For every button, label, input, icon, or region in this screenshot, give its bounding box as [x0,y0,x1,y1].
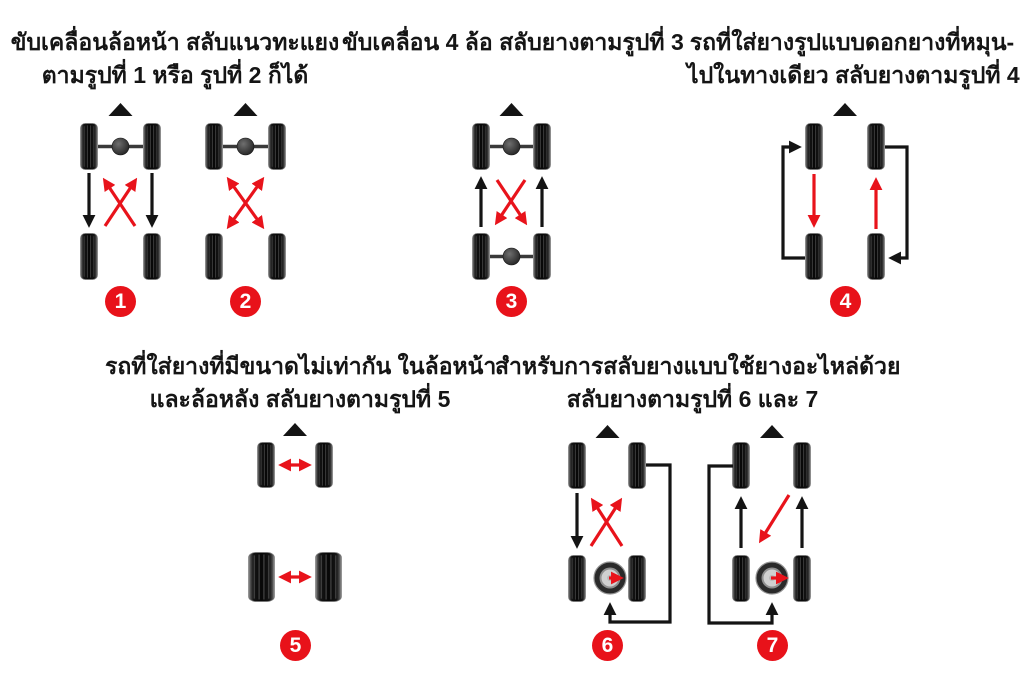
tire-rear-left [80,233,98,280]
front-direction-triangle [108,103,133,116]
arrow-rear-right-to-front-left [590,497,624,547]
differential [111,137,130,156]
figure-1-svg [80,103,161,280]
figure-5-diagram [240,420,355,615]
tire-rear-right-wide [315,552,342,602]
figure-5-svg [248,423,342,602]
front-direction-triangle [283,423,307,436]
arrow-front-right-to-rear-left [494,179,527,226]
figure-2-svg [205,103,286,280]
figure-7-svg [707,425,811,625]
tire-front-right [867,123,885,170]
section-title-different-tire-sizes: รถที่ใส่ยางที่มีขนาดไม่เท่ากัน ในล้อหน้า… [105,350,497,416]
tire-front-right [793,442,811,489]
outside-path-front-left-to-spare [707,464,779,625]
title-line: และล้อหลัง สลับยางตามรูปที่ 5 [149,386,451,412]
title-line: รถที่ใส่ยางรูปแบบดอกยางที่หมุน- [689,29,1015,55]
tire-rear-left [568,555,586,602]
figure-4-diagram [775,100,915,295]
figure-6-diagram [555,415,677,635]
figure-3-diagram [450,100,575,295]
section-title-with-spare-tire: สำหรับการสลับยางแบบใช้ยางอะไหล่ด้วย สลับ… [495,350,901,416]
figure-4-svg [781,103,909,280]
tire-rear-right [533,233,551,280]
title-line: ขับเคลื่อน 4 ล้อ สลับยางตามรูปที่ 3 [342,29,684,55]
tire-rear-right [867,233,885,280]
tire-front-right [628,442,646,489]
tire-front-right [268,123,286,170]
tire-rear-right [793,555,811,602]
tire-front-left [805,123,823,170]
tire-front-right [143,123,161,170]
tire-rear-right [628,555,646,602]
title-line: ขับเคลื่อนล้อหน้า สลับแนวทะแยง [10,29,340,55]
arrow-rear-right-to-front-left [102,177,137,227]
tire-front-left [568,442,586,489]
front-direction-triangle [233,103,258,116]
figure-6-svg [568,425,672,624]
front-direction-triangle [595,425,620,438]
figure-badge: 1 [105,286,136,317]
tire-rear-left [205,233,223,280]
figure-2-diagram [187,100,307,295]
arrow-rear-left-to-front-right [589,497,623,547]
tire-front-right [533,123,551,170]
figure-3-svg [472,103,551,280]
tire-front-left [80,123,98,170]
section-title-four-wheel-drive: ขับเคลื่อน 4 ล้อ สลับยางตามรูปที่ 3 [342,26,684,59]
figure-1-diagram [62,100,182,295]
section-title-directional-tread: รถที่ใส่ยางรูปแบบดอกยางที่หมุน- ไปในทางเ… [687,26,1020,92]
figure-7-diagram [700,415,828,635]
tire-front-left [472,123,490,170]
figure-badge: 7 [757,630,788,661]
tire-front-left [732,442,750,489]
figure-badge: 6 [592,630,623,661]
tire-rear-left [805,233,823,280]
tire-front-left [257,442,275,488]
differential [502,137,521,156]
arrow-front-right-to-rear-left [758,494,791,544]
outside-path-rear-left-to-front-left [781,140,805,260]
section-title-front-wheel-drive: ขับเคลื่อนล้อหน้า สลับแนวทะแยง ตามรูปที่… [10,26,340,92]
tire-rear-left [472,233,490,280]
title-line: ตามรูปที่ 1 หรือ รูปที่ 2 ก็ได้ [41,62,309,88]
arrow-swap-front-left-rear-right [226,176,265,230]
title-line: สลับยางตามรูปที่ 6 และ 7 [566,386,819,412]
differential [502,247,521,266]
figure-badge: 3 [496,286,527,317]
figure-badge: 4 [830,286,861,317]
figure-badge: 2 [230,286,261,317]
title-line: สำหรับการสลับยางแบบใช้ยางอะไหล่ด้วย [495,353,901,379]
figure-badge: 5 [280,630,311,661]
tire-rear-left [732,555,750,602]
differential [236,137,255,156]
outside-path-front-right-to-spare [603,463,672,624]
tire-front-right [315,442,333,488]
front-direction-triangle [760,425,784,438]
outside-path-front-right-to-rear-right [885,145,909,265]
tire-rear-right [268,233,286,280]
tire-rear-left-wide [248,552,275,602]
front-direction-triangle [499,103,524,116]
tire-front-left [205,123,223,170]
title-line: รถที่ใส่ยางที่มีขนาดไม่เท่ากัน ในล้อหน้า [105,353,497,379]
front-direction-triangle [833,103,857,116]
tire-rear-right [143,233,161,280]
title-line: ไปในทางเดียว สลับยางตามรูปที่ 4 [687,62,1020,88]
